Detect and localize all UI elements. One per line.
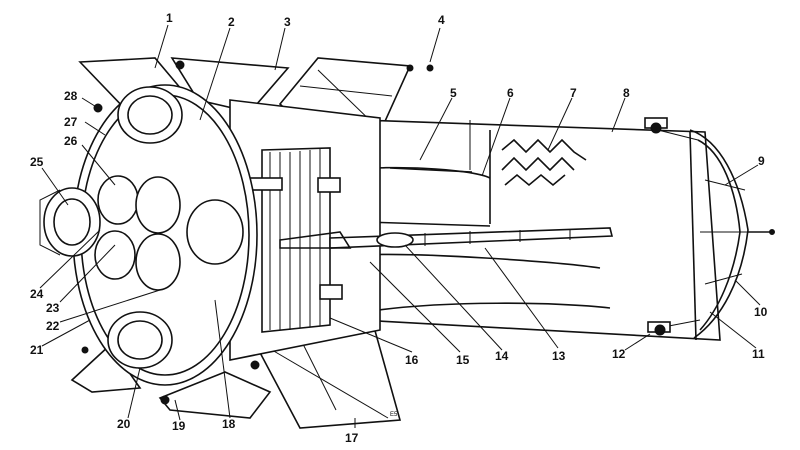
thrust-structure	[229, 99, 381, 361]
fittings	[81, 60, 666, 405]
callout-19: 19	[172, 419, 186, 433]
callout-15: 15	[456, 353, 470, 367]
callout-12: 12	[612, 347, 626, 361]
lower-fin-pair	[70, 343, 272, 419]
callout-13: 13	[552, 349, 566, 363]
callout-25: 25	[30, 155, 44, 169]
figure-code: E5	[390, 412, 398, 418]
callout-27: 27	[64, 115, 78, 129]
callout-28: 28	[64, 89, 78, 103]
outer-engines	[107, 86, 183, 369]
callout-17: 17	[345, 431, 359, 445]
callout-8: 8	[623, 86, 630, 100]
callout-11: 11	[752, 347, 765, 361]
callout-7: 7	[570, 86, 577, 100]
callout-24: 24	[30, 287, 44, 301]
callout-14: 14	[495, 349, 509, 363]
callout-18: 18	[222, 417, 236, 431]
callout-9: 9	[758, 154, 765, 168]
callout-26: 26	[64, 134, 78, 148]
leader-lines	[39, 24, 761, 428]
callout-6: 6	[507, 86, 514, 100]
forward-bulkhead-dome	[689, 129, 775, 339]
central-feed-line	[279, 227, 614, 249]
callout-16: 16	[405, 353, 419, 367]
callout-21: 21	[30, 343, 44, 357]
internal-coils	[501, 138, 587, 187]
callout-2: 2	[228, 15, 235, 29]
callout-4: 4	[438, 13, 445, 27]
callout-10: 10	[754, 305, 768, 319]
callout-1: 1	[166, 11, 173, 25]
callout-5: 5	[450, 86, 457, 100]
callout-labels: 1 2 3 4 5 6 7 8 9 10 11 12 13 14 15 16 1…	[30, 11, 768, 445]
inner-engine-cluster	[39, 175, 244, 291]
callout-23: 23	[46, 301, 60, 315]
callout-3: 3	[284, 15, 291, 29]
callout-20: 20	[117, 417, 131, 431]
callout-22: 22	[46, 319, 60, 333]
